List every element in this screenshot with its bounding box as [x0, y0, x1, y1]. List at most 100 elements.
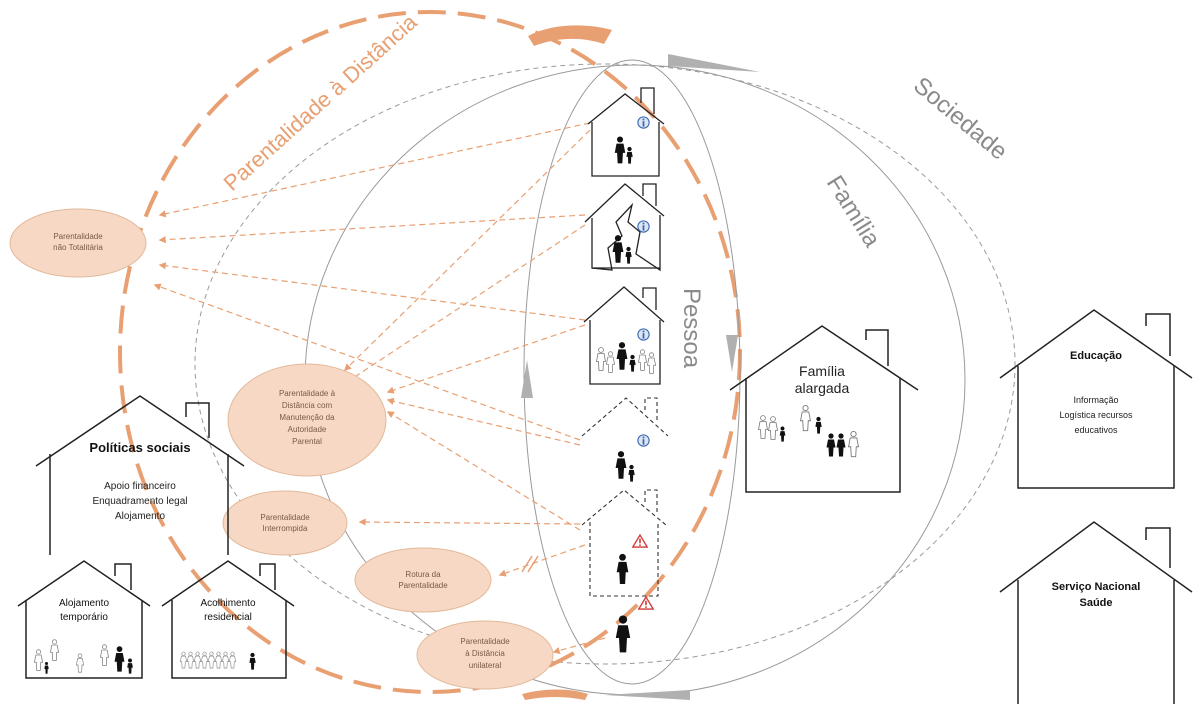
adult-figure [615, 451, 627, 479]
gray-arrow-left [521, 360, 533, 398]
relative-figure [606, 351, 615, 373]
educacao-line: Informação [1073, 395, 1118, 405]
house-family [583, 286, 665, 385]
oval-label: à Distância [465, 649, 505, 658]
oval-label: Parentalidade [53, 232, 103, 241]
oval-unilateral: Parentalidade à Distância unilateral [416, 620, 554, 690]
child-figure [44, 661, 49, 674]
gray-arrow-right [726, 335, 738, 372]
children-group [180, 651, 236, 669]
oval-com-autoridade: Parentalidade à Distância com Manutenção… [227, 363, 387, 477]
acolhimento-title: Acolhimento [200, 598, 255, 609]
info-icon [637, 116, 650, 129]
gray-arrow-top [668, 54, 760, 72]
connector [343, 129, 591, 372]
adult-figure [826, 433, 836, 457]
politicas-title: Políticas sociais [89, 440, 190, 455]
connectors [153, 122, 606, 654]
politicas-line: Enquadramento legal [92, 496, 187, 507]
relative-figure [638, 349, 647, 371]
house-cracked [584, 183, 665, 272]
oval-label: Manutenção da [279, 413, 335, 422]
adult-figure [616, 553, 629, 584]
connector [358, 518, 581, 526]
info-icon [637, 434, 650, 447]
pessoa-label: Pessoa [678, 288, 705, 369]
connector [552, 637, 606, 654]
child-figure [815, 416, 822, 434]
relative-figure [596, 347, 606, 371]
warning-icon [638, 596, 654, 610]
oval-label: Parentalidade [260, 513, 310, 522]
relative-figure [34, 649, 43, 671]
oval-label: Parentalidade [460, 637, 510, 646]
oval-label: Parentalidade à [279, 389, 336, 398]
oval-label: Parental [292, 437, 322, 446]
familia-alargada-title: Família [799, 363, 845, 379]
connector [158, 214, 586, 244]
house-politicas-sociais [35, 395, 245, 555]
child-figure [626, 146, 633, 164]
oval-label: Distância com [282, 401, 333, 410]
child-figure [628, 464, 635, 482]
familia-label: Família [821, 171, 886, 253]
child-figure [249, 652, 256, 670]
house-dashed [581, 489, 667, 597]
house-familia-alargada [729, 325, 919, 493]
house-solid-1 [587, 87, 665, 177]
house-sns [999, 521, 1193, 704]
child-figure [127, 658, 133, 674]
house-alojamento-temporario [17, 560, 151, 679]
house-acolhimento-residencial [161, 560, 295, 679]
adult-figure [612, 235, 624, 263]
oval-nao-totalitaria: Parentalidade não Totalitária [9, 208, 147, 278]
relative-figure [76, 653, 84, 673]
connector [386, 411, 581, 531]
oval-label: Interrompida [263, 524, 308, 533]
politicas-line: Apoio financeiro [104, 481, 176, 492]
oval-label: Autoridade [288, 425, 327, 434]
connector [158, 122, 591, 218]
relative-figure [768, 416, 778, 440]
connector [153, 283, 581, 441]
child-figure [625, 246, 632, 264]
house-educacao [999, 309, 1193, 489]
info-icon [637, 328, 650, 341]
oval-interrompida: Parentalidade Interrompida [222, 490, 348, 556]
educacao-line: educativos [1074, 425, 1118, 435]
connector [158, 262, 586, 321]
info-icon [637, 220, 650, 233]
pessoa-ring [523, 59, 741, 685]
oval-label: unilateral [469, 661, 502, 670]
adult-figure [114, 646, 125, 672]
adult-figure [616, 342, 628, 370]
brush-stroke-top [528, 25, 612, 46]
brush-stroke-bottom [522, 689, 588, 700]
child-figure [779, 426, 786, 442]
oval-label: não Totalitária [53, 243, 103, 252]
child-figure [629, 354, 636, 372]
alojamento-title: temporário [60, 612, 108, 623]
sociedade-label: Sociedade [908, 72, 1012, 166]
connector [348, 224, 586, 381]
politicas-line: Alojamento [115, 511, 165, 522]
adult-figure [614, 136, 626, 164]
oval-rotura: Rotura da Parentalidade [354, 547, 492, 613]
relative-figure [800, 404, 811, 432]
alojamento-title: Alojamento [59, 598, 109, 609]
connector [386, 324, 586, 394]
sns-title: Serviço Nacional [1052, 581, 1141, 593]
relative-figure [100, 644, 109, 666]
warning-icon [632, 534, 648, 548]
familia-alargada-title: alargada [795, 380, 850, 396]
relative-figure [758, 415, 768, 439]
house-dashed-roof [581, 397, 669, 437]
relative-figure [848, 430, 859, 458]
connector [498, 544, 586, 577]
educacao-line: Logística recursos [1059, 410, 1133, 420]
oval-label: Rotura da [405, 570, 441, 579]
sociedade-ring [194, 63, 1016, 665]
connector [386, 397, 581, 446]
relative-figure [647, 352, 656, 374]
